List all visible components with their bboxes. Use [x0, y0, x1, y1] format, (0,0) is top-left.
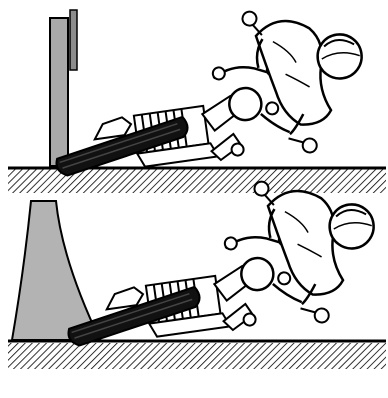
top-motorcycle-rider	[37, 0, 376, 189]
top-wall-post	[69, 9, 78, 71]
top-panel	[8, 0, 386, 193]
top-wall-obstacle	[49, 17, 69, 167]
bottom-motorcycle-rider	[49, 165, 388, 359]
bottom-ground-hatch	[8, 343, 386, 369]
bottom-wedge-obstacle	[10, 200, 102, 341]
bottom-panel	[8, 165, 388, 369]
